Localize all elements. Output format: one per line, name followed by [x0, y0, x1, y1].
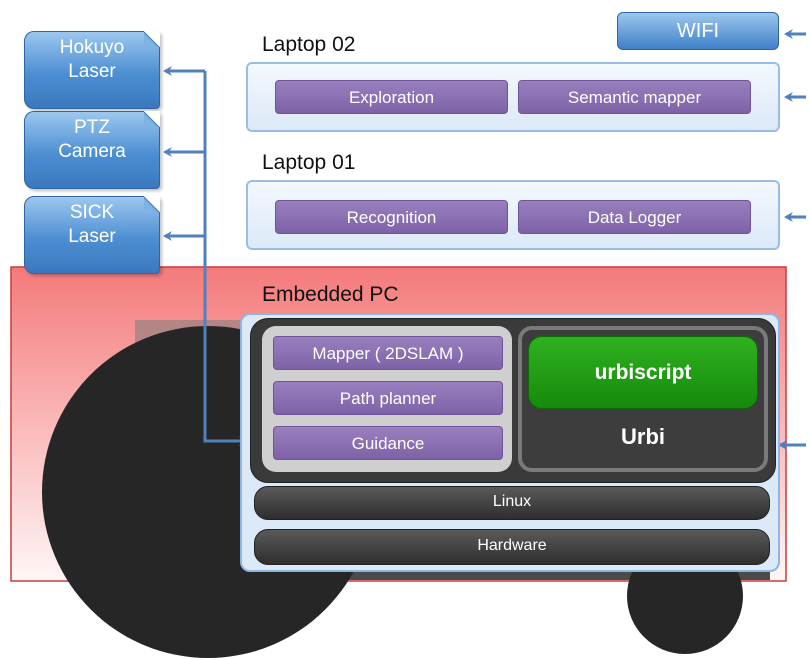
- sensor-hokuyo-laser: Hokuyo Laser: [24, 31, 160, 109]
- embedded-pc-title: Embedded PC: [262, 283, 399, 306]
- module-semantic-mapper: Semantic mapper: [518, 80, 751, 114]
- sensor-label: Laser: [68, 61, 116, 82]
- module-exploration: Exploration: [275, 80, 508, 114]
- laptop01-title: Laptop 01: [262, 151, 356, 174]
- module-guidance: Guidance: [273, 426, 503, 460]
- laptop02-title: Laptop 02: [262, 33, 356, 56]
- sensor-label: PTZ: [74, 117, 110, 138]
- wifi-box: WIFI: [617, 12, 779, 50]
- sensor-connector: [203, 71, 248, 446]
- sensor-label: Laser: [68, 226, 116, 247]
- module-data-logger: Data Logger: [518, 200, 751, 234]
- sensor-label: SICK: [69, 202, 115, 223]
- linux-layer: Linux: [254, 486, 770, 520]
- hardware-layer: Hardware: [254, 529, 770, 565]
- wifi-label: WIFI: [676, 20, 720, 42]
- sensor-label: Camera: [58, 141, 126, 162]
- module-recognition: Recognition: [275, 200, 508, 234]
- sensor-ptz-camera: PTZ Camera: [24, 111, 160, 189]
- urbi-label: Urbi: [621, 424, 665, 449]
- module-mapper: Mapper ( 2DSLAM ): [273, 336, 503, 370]
- sensor-sick-laser: SICK Laser: [24, 196, 160, 274]
- module-path-planner: Path planner: [273, 381, 503, 415]
- sensor-label: Hokuyo: [59, 37, 125, 58]
- urbiscript-box: urbiscript: [528, 336, 758, 409]
